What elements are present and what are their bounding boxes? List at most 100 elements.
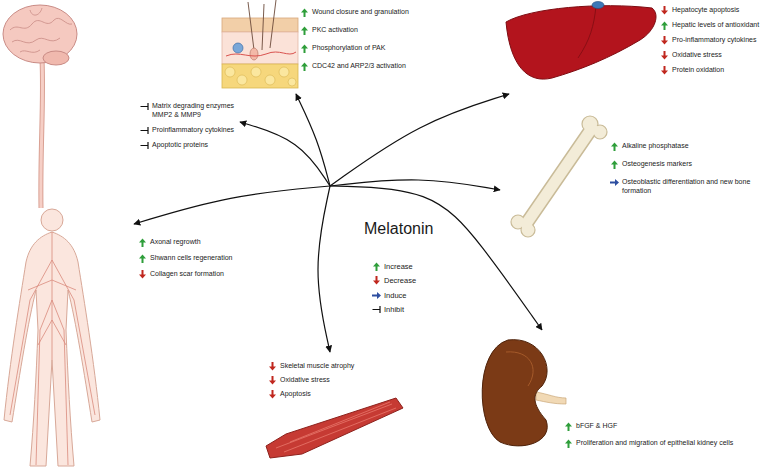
muscle-shape [266,398,403,458]
induce-arrow [610,179,619,186]
legend: IncreaseDecreaseInduceInhibit [372,262,416,320]
effect-row: Shwann cells regeneration [138,254,256,263]
effect-symbol [660,21,669,30]
effect-arrow [318,186,330,352]
effect-symbol [564,439,573,448]
effect-text: Oxidative stress [280,376,330,385]
effect-text: Oxidative stress [672,51,722,60]
effect-arrow [134,186,330,224]
text-list: Hepatocyte apoptosisHepatic levels of an… [660,6,765,81]
legend-row: Induce [372,291,416,300]
muscle-effects: Skeletal muscle atrophyOxidative stressA… [262,352,412,408]
legend-text: Inhibit [384,305,404,314]
increase-arrow [139,239,146,248]
effect-text: Apoptosis [280,390,311,399]
effect-symbol [564,422,573,431]
legend-row: Decrease [372,276,416,285]
effect-text: PKC activation [312,26,358,35]
effect-symbol [140,102,149,111]
effect-arrow [330,94,509,186]
effect-row: Hepatocyte apoptosis [660,6,765,15]
effect-row: Matrix degrading enzymes MMP2 & MMP9 [140,102,238,120]
effect-row: PKC activation [300,26,412,35]
liver-lobe-line [578,6,596,58]
text-list: Alkaline phosphataseOsteogenesis markers… [610,142,764,205]
effect-text: Axonal regrowth [150,238,201,247]
dermis-layer [222,32,298,64]
induce-arrow [372,292,381,299]
melatonin-hub: Melatonin [330,180,448,252]
increase-arrow [661,22,668,31]
effect-symbol [140,126,149,135]
bone-effects: Alkaline phosphataseOsteogenesis markers… [500,118,766,236]
effect-text: Osteogenesis markers [622,160,692,169]
bone-outline [526,128,592,224]
effect-row: Skeletal muscle atrophy [268,362,408,371]
increase-arrow [565,423,572,432]
decrease-arrow [661,51,668,60]
gallbladder [592,2,604,9]
effect-symbol [610,142,619,151]
effect-text: Protein oxidation [672,66,724,75]
cerebellum-shape [43,51,69,65]
hair-follicle [250,48,258,60]
effect-row: Collagen scar formation [138,270,256,279]
sweat-gland [233,43,243,53]
effect-text: Proliferation and migration of epithelia… [576,439,733,448]
effect-text: CDC42 and ARP2/3 activation [312,62,406,71]
inhibit-symbol [141,103,149,110]
text-list: Matrix degrading enzymes MMP2 & MMP9Proi… [140,102,238,156]
effect-symbol [660,51,669,60]
effect-symbol [268,390,277,399]
effect-text: Skeletal muscle atrophy [280,362,354,371]
inhibit-symbol [141,142,149,149]
muscle-figure [266,398,403,458]
effect-text: Collagen scar formation [150,270,224,279]
effect-symbol [610,160,619,169]
epidermis-layer [222,18,298,32]
effect-row: Apoptosis [268,390,408,399]
skin-effects: Wound closure and granulationPKC activat… [220,4,415,94]
decrease-arrow [139,270,146,279]
kidney-highlight [506,352,533,386]
legend-row: Inhibit [372,305,416,314]
effect-symbol [660,66,669,75]
effect-row: Proliferation and migration of epithelia… [564,439,762,448]
fat-layer [222,64,298,88]
decrease-arrow [661,6,668,15]
bone-figure [511,116,607,237]
bone-shaft [526,128,592,224]
blood-vessel [226,52,296,56]
kidney-figure [482,340,566,446]
inhibit-symbol [373,306,381,313]
effect-row: Protein oxidation [660,66,765,75]
effect-text: Matrix degrading enzymes MMP2 & MMP9 [152,102,238,120]
kidney-shape [482,340,547,446]
brain-gyri [10,8,72,52]
decrease-arrow [269,390,276,399]
effect-text: Phosphorylation of PAK [312,44,385,53]
effect-row: Oxidative stress [268,376,408,385]
effect-arrow [330,186,542,330]
effect-row: Oxidative stress [660,51,765,60]
legend-text: Increase [384,262,413,271]
effect-symbol [372,262,381,271]
effect-row: Axonal regrowth [138,238,256,247]
legend-row: Increase [372,262,416,271]
nerve-effects: Axonal regrowthShwann cells regeneration… [0,224,258,304]
effect-row: bFGF & HGF [564,422,762,431]
effect-arrow [330,180,500,190]
effect-symbol [138,238,147,247]
body-outline [4,232,100,466]
increase-arrow [139,255,146,264]
effect-row: Alkaline phosphatase [610,142,764,151]
liver-figure [506,2,656,80]
increase-arrow [301,63,308,72]
decrease-arrow [269,362,276,371]
effect-symbol [138,270,147,279]
nervous-system-figure [4,209,100,466]
effect-symbol [660,6,669,15]
increase-arrow [373,263,380,272]
spinal-cord-outline [41,60,43,208]
increase-arrow [301,9,308,18]
